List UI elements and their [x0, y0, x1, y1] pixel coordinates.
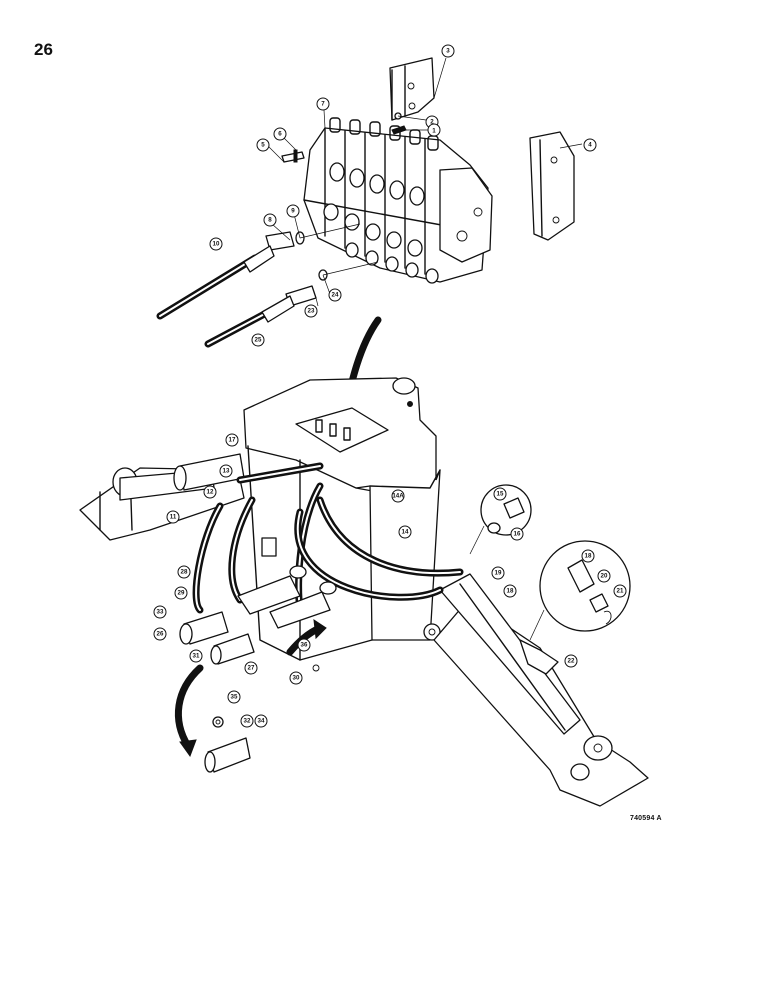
callout-11: 11 — [166, 510, 180, 524]
callout-8: 8 — [263, 213, 277, 227]
callout-12: 12 — [203, 485, 217, 499]
callout-20: 20 — [597, 569, 611, 583]
callout-17: 17 — [225, 433, 239, 447]
svg-text:21: 21 — [617, 588, 624, 595]
svg-text:27: 27 — [248, 665, 255, 672]
svg-text:14: 14 — [402, 529, 409, 536]
callout-10: 10 — [209, 237, 223, 251]
callout-33: 33 — [153, 605, 167, 619]
callout-5: 5 — [256, 138, 270, 152]
callout-34: 34 — [254, 714, 268, 728]
callout-30: 30 — [289, 671, 303, 685]
hose-25 — [204, 295, 295, 348]
svg-text:16: 16 — [514, 531, 521, 538]
svg-text:2: 2 — [430, 119, 434, 126]
svg-text:29: 29 — [178, 590, 185, 597]
callout-32: 32 — [240, 714, 254, 728]
callout-3: 3 — [441, 44, 455, 58]
callout-22: 22 — [564, 654, 578, 668]
backhoe-mounting-frame — [79, 377, 649, 807]
svg-text:19: 19 — [495, 570, 502, 577]
detail-circle-18-20-21 — [529, 540, 631, 641]
callout-25: 25 — [251, 333, 265, 347]
svg-text:14A: 14A — [392, 493, 404, 500]
callout-1: 1 — [427, 123, 441, 137]
svg-text:31: 31 — [193, 653, 200, 660]
svg-text:26: 26 — [157, 631, 164, 638]
callout-18-detail: 18 — [581, 549, 595, 563]
callout-28: 28 — [177, 565, 191, 579]
callout-26: 26 — [153, 627, 167, 641]
callout-15: 15 — [493, 487, 507, 501]
svg-text:6: 6 — [278, 131, 282, 138]
svg-text:10: 10 — [213, 241, 220, 248]
svg-text:32: 32 — [244, 718, 251, 725]
svg-text:13: 13 — [223, 468, 230, 475]
svg-text:1: 1 — [432, 128, 436, 135]
hose-10 — [156, 245, 275, 320]
callout-6: 6 — [273, 127, 287, 141]
callout-14A: 14A — [391, 489, 405, 503]
callout-9: 9 — [286, 204, 300, 218]
svg-text:30: 30 — [293, 675, 300, 682]
callout-14: 14 — [398, 525, 412, 539]
svg-text:15: 15 — [497, 491, 504, 498]
svg-text:28: 28 — [181, 569, 188, 576]
callout-21: 21 — [613, 584, 627, 598]
svg-text:18: 18 — [507, 588, 514, 595]
callout-7: 7 — [316, 97, 330, 111]
detail-circle-15-16 — [469, 484, 532, 555]
hydraulic-lines — [192, 462, 464, 614]
svg-text:23: 23 — [308, 308, 315, 315]
svg-text:12: 12 — [207, 489, 214, 496]
svg-text:11: 11 — [170, 514, 177, 521]
svg-text:8: 8 — [268, 217, 272, 224]
svg-text:3: 3 — [446, 48, 450, 55]
callout-16: 16 — [510, 527, 524, 541]
svg-text:24: 24 — [332, 292, 339, 299]
callout-35: 35 — [227, 690, 241, 704]
callout-24: 24 — [328, 288, 342, 302]
callout-27: 27 — [244, 661, 258, 675]
svg-text:33: 33 — [157, 609, 164, 616]
svg-text:22: 22 — [568, 658, 575, 665]
svg-text:36: 36 — [301, 642, 308, 649]
svg-text:4: 4 — [588, 142, 592, 149]
svg-text:20: 20 — [601, 573, 608, 580]
callout-36: 36 — [297, 638, 311, 652]
svg-text:34: 34 — [258, 718, 265, 725]
callout-23: 23 — [304, 304, 318, 318]
svg-text:9: 9 — [291, 208, 295, 215]
callout-19: 19 — [491, 566, 505, 580]
svg-text:25: 25 — [255, 337, 262, 344]
drawing-code: 740594 A — [630, 815, 662, 822]
swing-cylinder-parts — [174, 565, 337, 773]
svg-text:5: 5 — [261, 142, 265, 149]
svg-text:17: 17 — [229, 437, 236, 444]
callout-31: 31 — [189, 649, 203, 663]
callout-29: 29 — [174, 586, 188, 600]
callout-18: 18 — [503, 584, 517, 598]
callout-4: 4 — [583, 138, 597, 152]
page-number: 26 — [34, 40, 53, 59]
control-valve-assembly — [265, 57, 583, 307]
callouts: 3 7 2 1 4 5 6 8 9 10 24 23 25 17 13 12 1… — [153, 44, 627, 728]
svg-text:18: 18 — [585, 553, 592, 560]
svg-text:35: 35 — [231, 694, 238, 701]
callout-13: 13 — [219, 464, 233, 478]
svg-text:7: 7 — [321, 101, 325, 108]
